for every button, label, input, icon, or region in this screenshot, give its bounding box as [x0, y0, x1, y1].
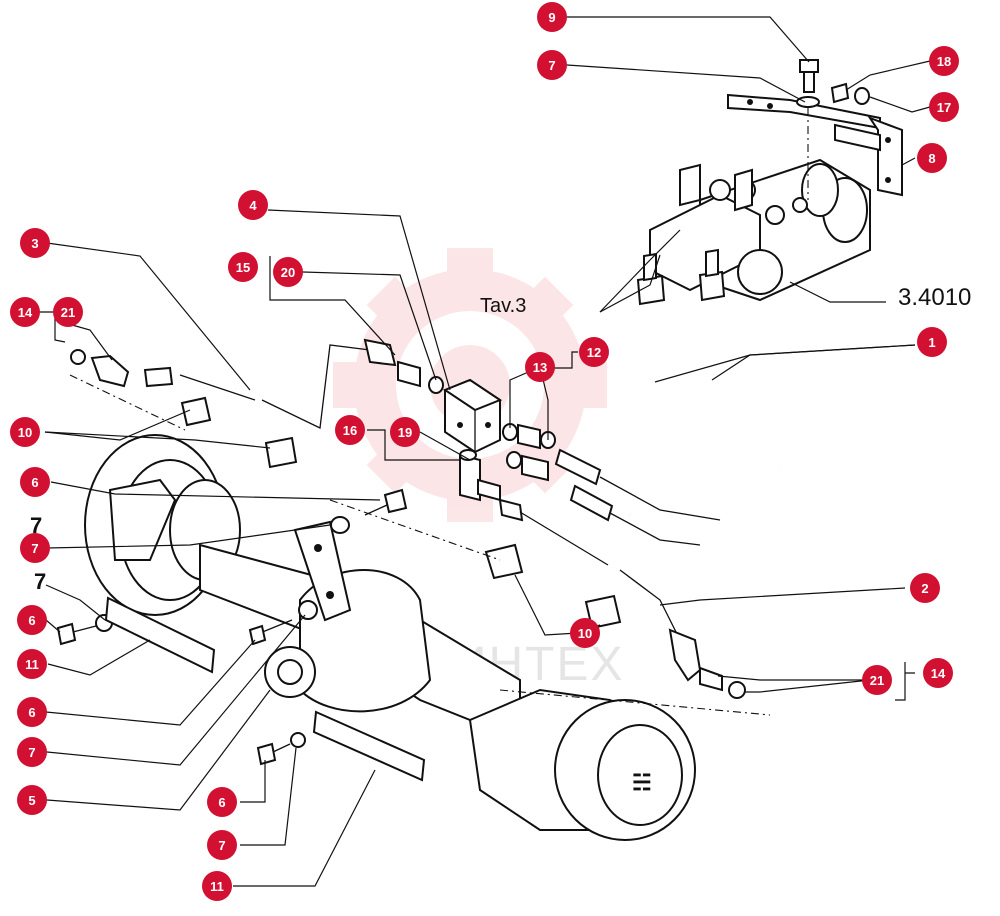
svg-text:6: 6	[28, 613, 35, 628]
callout-14-right: 14	[923, 658, 953, 688]
svg-text:11: 11	[25, 657, 39, 672]
svg-text:1: 1	[928, 335, 935, 350]
callout-17: 17	[929, 92, 959, 122]
svg-text:☵: ☵	[632, 770, 652, 795]
bushes	[180, 396, 622, 630]
callout-7-b: 7	[17, 737, 47, 767]
svg-text:6: 6	[28, 705, 35, 720]
callout-6-d: 6	[207, 787, 237, 817]
svg-text:16: 16	[343, 423, 357, 438]
svg-text:7: 7	[31, 541, 38, 556]
callout-21-right: 21	[862, 665, 892, 695]
hose-fittings	[502, 423, 721, 546]
svg-text:14: 14	[931, 666, 946, 681]
svg-text:6: 6	[218, 795, 225, 810]
axle-fasteners	[56, 488, 408, 766]
callout-12: 12	[579, 337, 609, 367]
side-mark-bottom: 7	[34, 569, 46, 594]
callout-7-top: 7	[537, 50, 567, 80]
callout-11-a: 11	[17, 649, 47, 679]
svg-text:13: 13	[533, 360, 547, 375]
brake-master-cylinder	[649, 158, 871, 302]
axle-assembly: ☵	[84, 434, 696, 841]
callout-4: 4	[238, 190, 268, 220]
callout-16: 16	[335, 415, 365, 445]
svg-text:9: 9	[548, 10, 555, 25]
callout-8: 8	[917, 143, 947, 173]
callout-6-b: 6	[17, 605, 47, 635]
brake-pipe-2	[498, 498, 746, 699]
straps	[104, 596, 426, 782]
callout-7-a: 7	[20, 533, 50, 563]
svg-text:10: 10	[578, 626, 592, 641]
svg-text:8: 8	[928, 151, 935, 166]
svg-text:19: 19	[398, 425, 412, 440]
callout-18: 18	[929, 46, 959, 76]
tee-fitting	[459, 449, 501, 502]
callout-20: 20	[273, 257, 303, 287]
svg-text:21: 21	[870, 673, 884, 688]
callout-14-left: 14	[10, 297, 40, 327]
svg-text:10: 10	[18, 425, 32, 440]
svg-text:11: 11	[210, 879, 224, 894]
junction-block	[442, 378, 503, 454]
callout-15: 15	[228, 252, 258, 282]
bracket-fasteners	[796, 59, 870, 200]
callout-19: 19	[390, 417, 420, 447]
svg-text:3: 3	[31, 236, 38, 251]
callout-2: 2	[910, 573, 940, 603]
svg-text:2: 2	[921, 581, 928, 596]
mounting-bracket	[727, 93, 903, 197]
table-ref-label: Tav.3	[480, 295, 526, 317]
svg-text:5: 5	[28, 793, 35, 808]
svg-text:21: 21	[61, 305, 75, 320]
callout-6-a: 6	[20, 467, 50, 497]
svg-text:17: 17	[937, 100, 951, 115]
side-mark-top: 7	[30, 513, 42, 538]
callout-3: 3	[20, 228, 50, 258]
callout-9: 9	[537, 2, 567, 32]
callout-10-right: 10	[570, 618, 600, 648]
svg-text:20: 20	[281, 265, 295, 280]
svg-text:7: 7	[28, 745, 35, 760]
svg-text:4: 4	[249, 198, 257, 213]
svg-text:7: 7	[218, 838, 225, 853]
callout-13: 13	[525, 352, 555, 382]
assembly-ref-label: 3.4010	[898, 284, 971, 311]
svg-text:15: 15	[236, 260, 250, 275]
callout-1: 1	[917, 327, 947, 357]
svg-text:14: 14	[18, 305, 33, 320]
centre-lines	[69, 374, 771, 716]
svg-text:6: 6	[31, 475, 38, 490]
callout-5: 5	[17, 785, 47, 815]
svg-text:7: 7	[548, 58, 555, 73]
callout-10-left: 10	[10, 417, 40, 447]
svg-text:18: 18	[937, 54, 951, 69]
callout-7-c: 7	[207, 830, 237, 860]
callout-6-c: 6	[17, 697, 47, 727]
callout-11-b: 11	[202, 871, 232, 901]
svg-text:12: 12	[587, 345, 601, 360]
callout-21-left: 21	[53, 297, 83, 327]
